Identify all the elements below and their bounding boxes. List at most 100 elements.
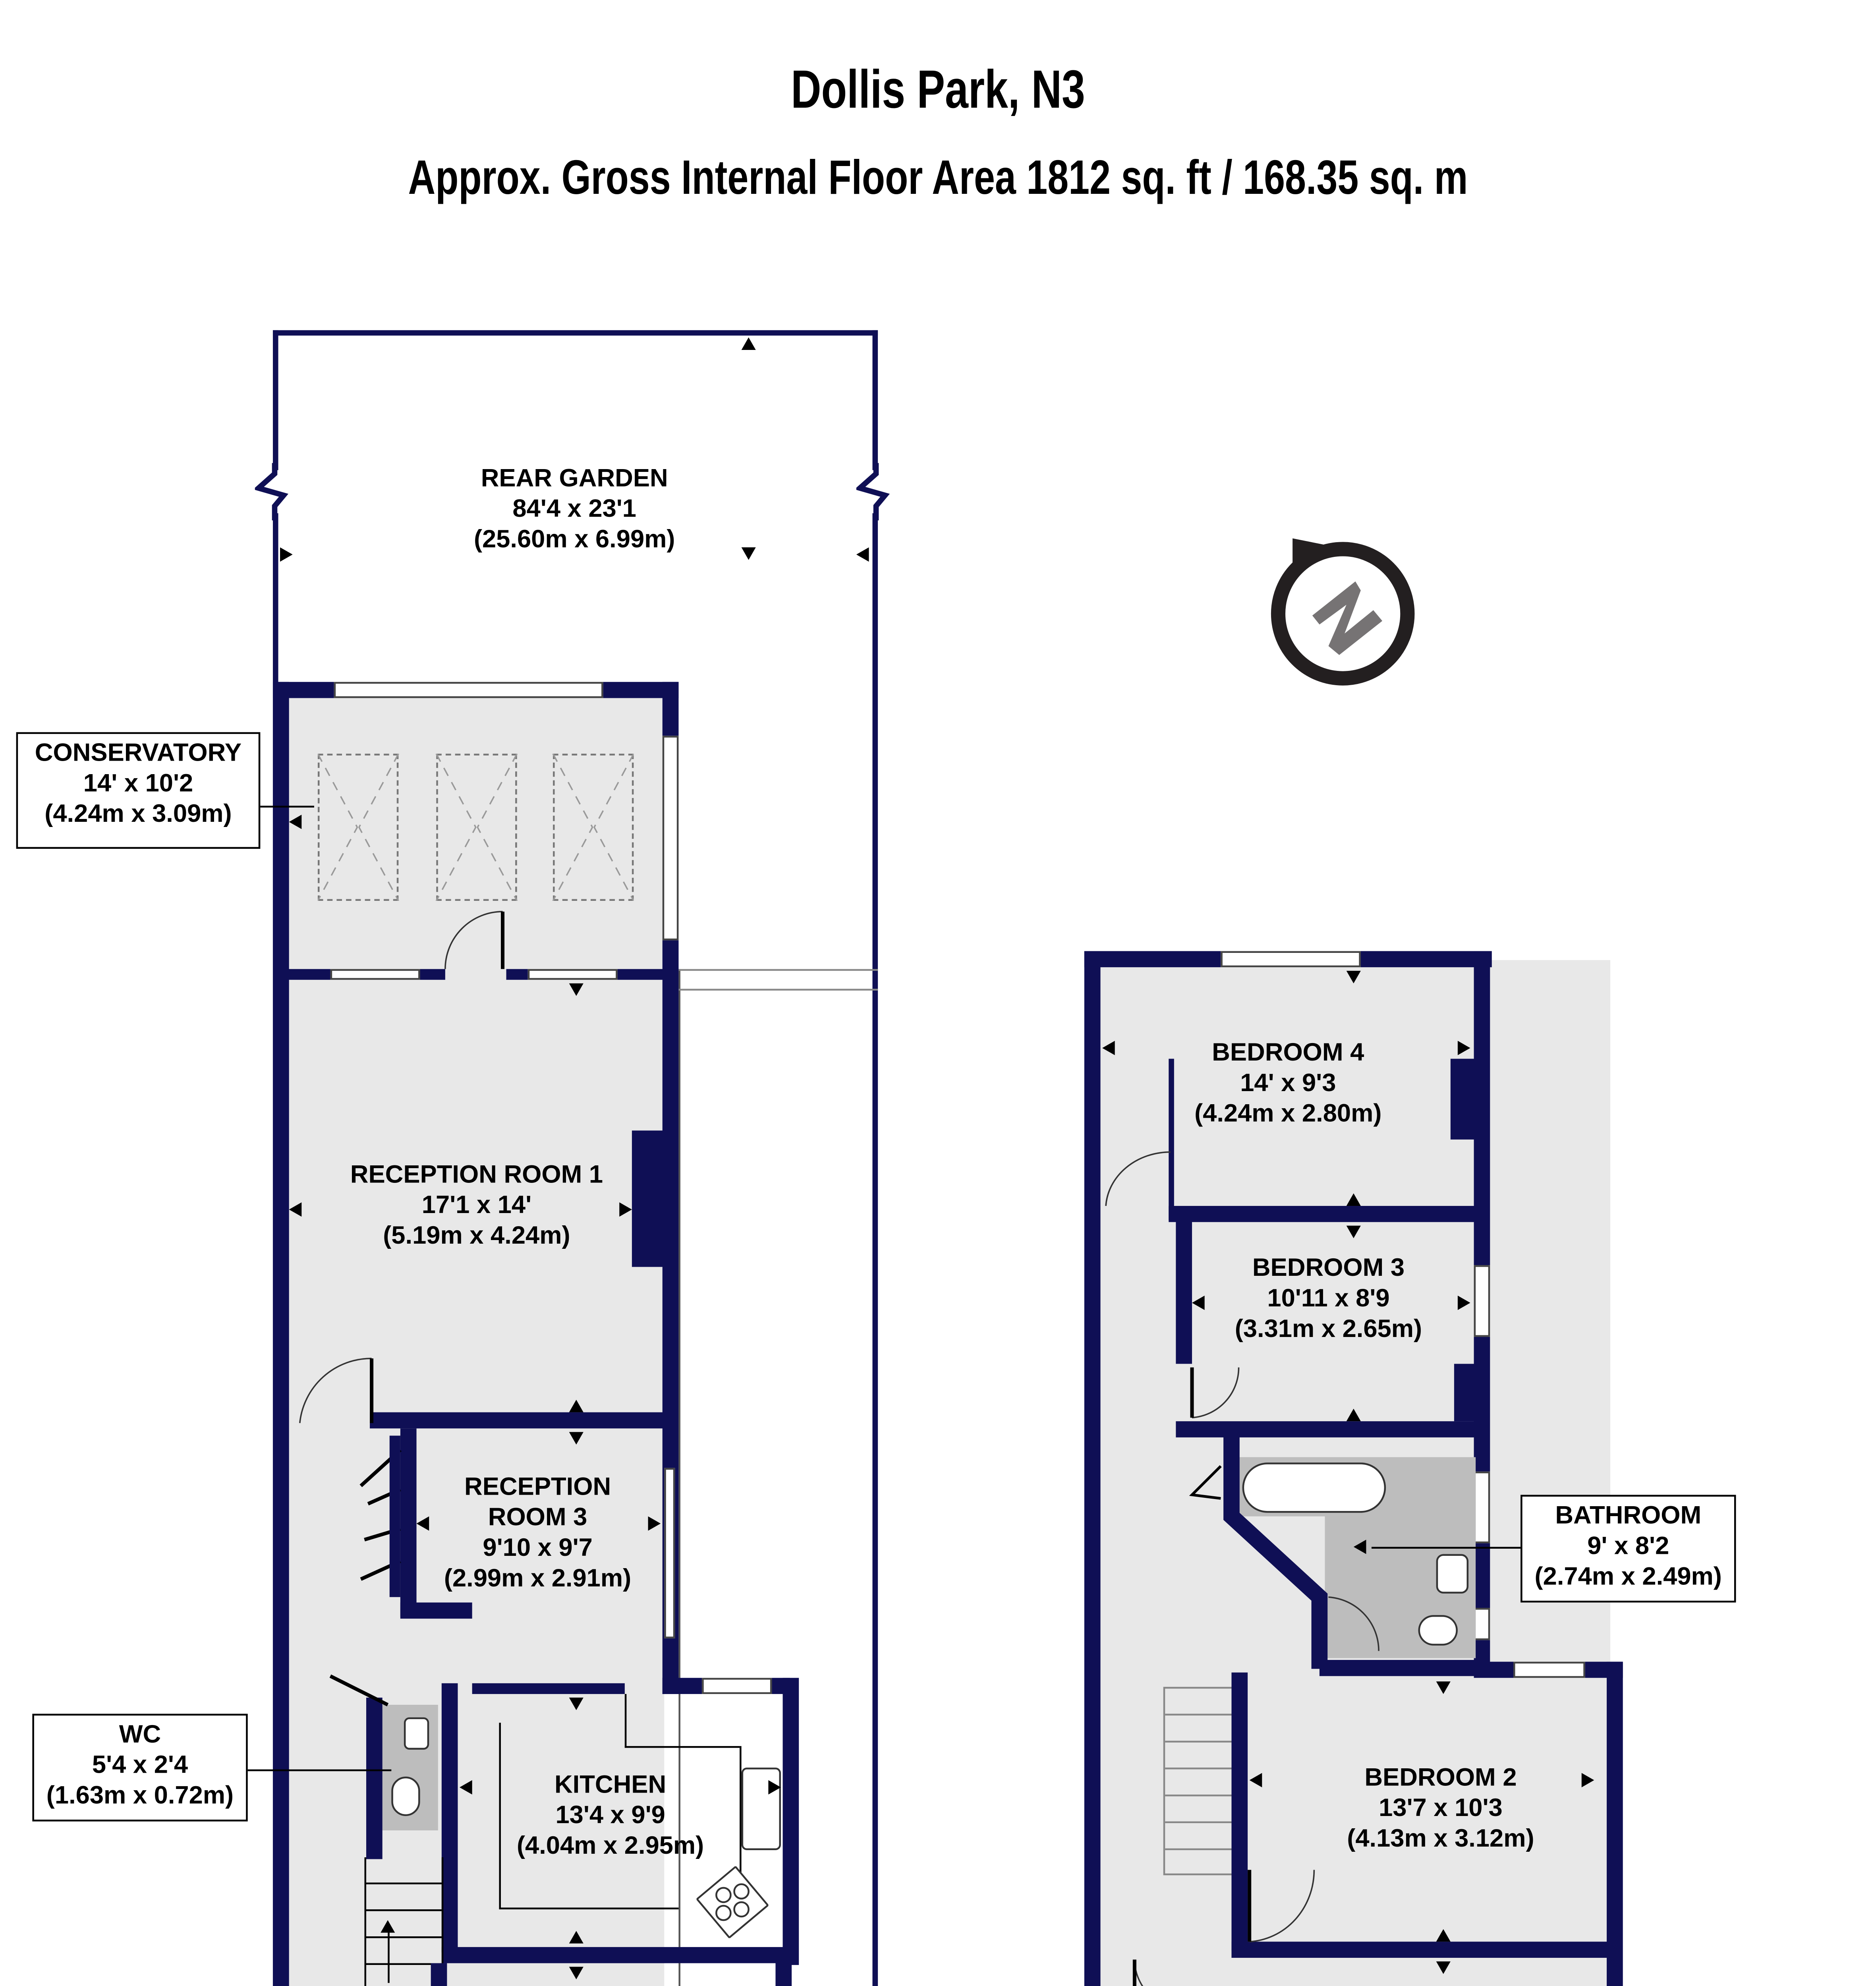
dimension-arrow-icon — [289, 1202, 302, 1217]
bedroom-3-label: BEDROOM 3 10'11 x 8'9 (3.31m x 2.65m) — [1235, 1252, 1422, 1343]
toilet-icon — [391, 1776, 420, 1816]
side-gate — [678, 969, 878, 991]
dimension-arrow-icon — [1346, 1408, 1361, 1422]
wall — [1231, 1942, 1612, 1958]
dimension-arrow-icon — [1436, 1681, 1451, 1694]
dimension-arrow-icon — [569, 983, 583, 996]
skylight — [553, 753, 634, 901]
wall — [506, 969, 528, 980]
window — [1474, 1265, 1490, 1337]
wc-callout: WC 5'4 x 2'4 (1.63m x 0.72m) — [32, 1714, 248, 1822]
wall — [1319, 1660, 1481, 1676]
toilet-icon — [1418, 1615, 1458, 1646]
wall — [287, 969, 330, 980]
wall — [1176, 1421, 1481, 1437]
worktop-edge — [499, 1907, 679, 1910]
window — [1513, 1661, 1585, 1678]
staircase — [1163, 1687, 1235, 1876]
wall — [662, 682, 679, 736]
door-swing-icon — [1105, 1151, 1171, 1206]
kitchen-label: KITCHEN 13'4 x 9'9 (4.04m x 2.95m) — [516, 1769, 704, 1859]
north-compass-icon — [1271, 538, 1415, 686]
wall — [782, 1678, 799, 1965]
dimension-arrow-icon — [619, 1202, 632, 1217]
wall — [400, 1428, 417, 1617]
reception-room-1-label: RECEPTION ROOM 1 17'1 x 14' (5.19m x 4.2… — [350, 1159, 603, 1249]
rear-garden-label: REAR GARDEN 84'4 x 23'1 (25.60m x 6.99m) — [473, 463, 675, 553]
conservatory-callout: CONSERVATORY 14' x 10'2 (4.24m x 3.09m) — [16, 732, 261, 849]
wall — [617, 969, 665, 980]
wall — [1169, 1206, 1483, 1222]
window — [1221, 951, 1361, 968]
dimension-arrow-icon — [648, 1516, 661, 1531]
basin-icon — [1436, 1554, 1469, 1594]
wall — [1084, 951, 1221, 968]
door-swing-icon — [1190, 1367, 1240, 1418]
basin-icon — [404, 1717, 429, 1750]
dimension-arrow-icon — [569, 1967, 583, 1980]
wall — [1474, 1337, 1490, 1472]
wall — [1176, 1220, 1192, 1364]
bathtub-icon — [1242, 1462, 1386, 1513]
window — [664, 1468, 675, 1638]
door-swing-icon — [1132, 1959, 1144, 1986]
dimension-arrow-icon — [768, 1780, 781, 1795]
callout-leader — [247, 1769, 392, 1772]
worktop-edge — [624, 1694, 627, 1748]
cupboard-doors — [359, 1435, 402, 1597]
wall — [472, 1683, 625, 1694]
window — [1474, 1471, 1490, 1544]
chimney-breast — [632, 1130, 665, 1267]
dimension-arrow-icon — [741, 337, 756, 350]
window — [527, 969, 618, 980]
dimension-arrow-icon — [1436, 1929, 1451, 1942]
dimension-arrow-icon — [1102, 1041, 1115, 1055]
dimension-arrow-icon — [280, 547, 293, 562]
wall — [400, 1602, 472, 1619]
dimension-arrow-icon — [1457, 1041, 1470, 1055]
dimension-arrow-icon — [1436, 1961, 1451, 1974]
dimension-arrow-icon — [569, 1931, 583, 1943]
wall — [1231, 1672, 1248, 1951]
staircase — [364, 1857, 444, 1986]
gross-area-subtitle: Approx. Gross Internal Floor Area 1812 s… — [408, 151, 1468, 205]
wall — [1360, 951, 1492, 968]
window — [702, 1678, 772, 1694]
chimney-breast — [1454, 1364, 1476, 1422]
skylight-cross-lines — [317, 753, 634, 901]
worktop-edge — [624, 1746, 740, 1748]
wall — [662, 1678, 702, 1694]
window — [662, 736, 679, 941]
callout-leader — [260, 806, 314, 808]
bathroom-angled-wall — [1223, 1435, 1328, 1669]
wall — [431, 1963, 447, 1986]
up-arrow-icon — [381, 1920, 395, 1933]
wall — [1474, 1543, 1490, 1608]
worktop-edge — [499, 1723, 501, 1910]
worktop-edge — [740, 1746, 742, 1908]
callout-leader — [1371, 1547, 1521, 1549]
dimension-arrow-icon — [1353, 1540, 1366, 1554]
window — [330, 969, 420, 980]
kitchen-sink-icon — [741, 1768, 781, 1850]
dimension-arrow-icon — [1581, 1773, 1594, 1787]
wall — [420, 969, 445, 980]
skylight — [317, 753, 399, 901]
wall — [272, 682, 334, 698]
window — [334, 682, 603, 698]
side-passage — [678, 969, 878, 1986]
property-title: Dollis Park, N3 — [791, 61, 1085, 120]
break-line-icon — [856, 463, 890, 521]
dimension-arrow-icon — [289, 815, 302, 829]
dimension-arrow-icon — [1192, 1295, 1205, 1310]
chimney-breast — [1450, 1059, 1476, 1140]
dimension-arrow-icon — [460, 1780, 472, 1795]
door-swing-icon — [1248, 1870, 1315, 1943]
dimension-arrow-icon — [1346, 1225, 1361, 1238]
wall — [366, 1697, 383, 1859]
skylight — [436, 753, 517, 901]
break-line-icon — [255, 463, 288, 521]
dimension-arrow-icon — [416, 1516, 429, 1531]
bedroom-2-label: BEDROOM 2 13'7 x 10'3 (4.13m x 3.12m) — [1347, 1762, 1534, 1852]
door-swing-icon — [299, 1358, 374, 1423]
